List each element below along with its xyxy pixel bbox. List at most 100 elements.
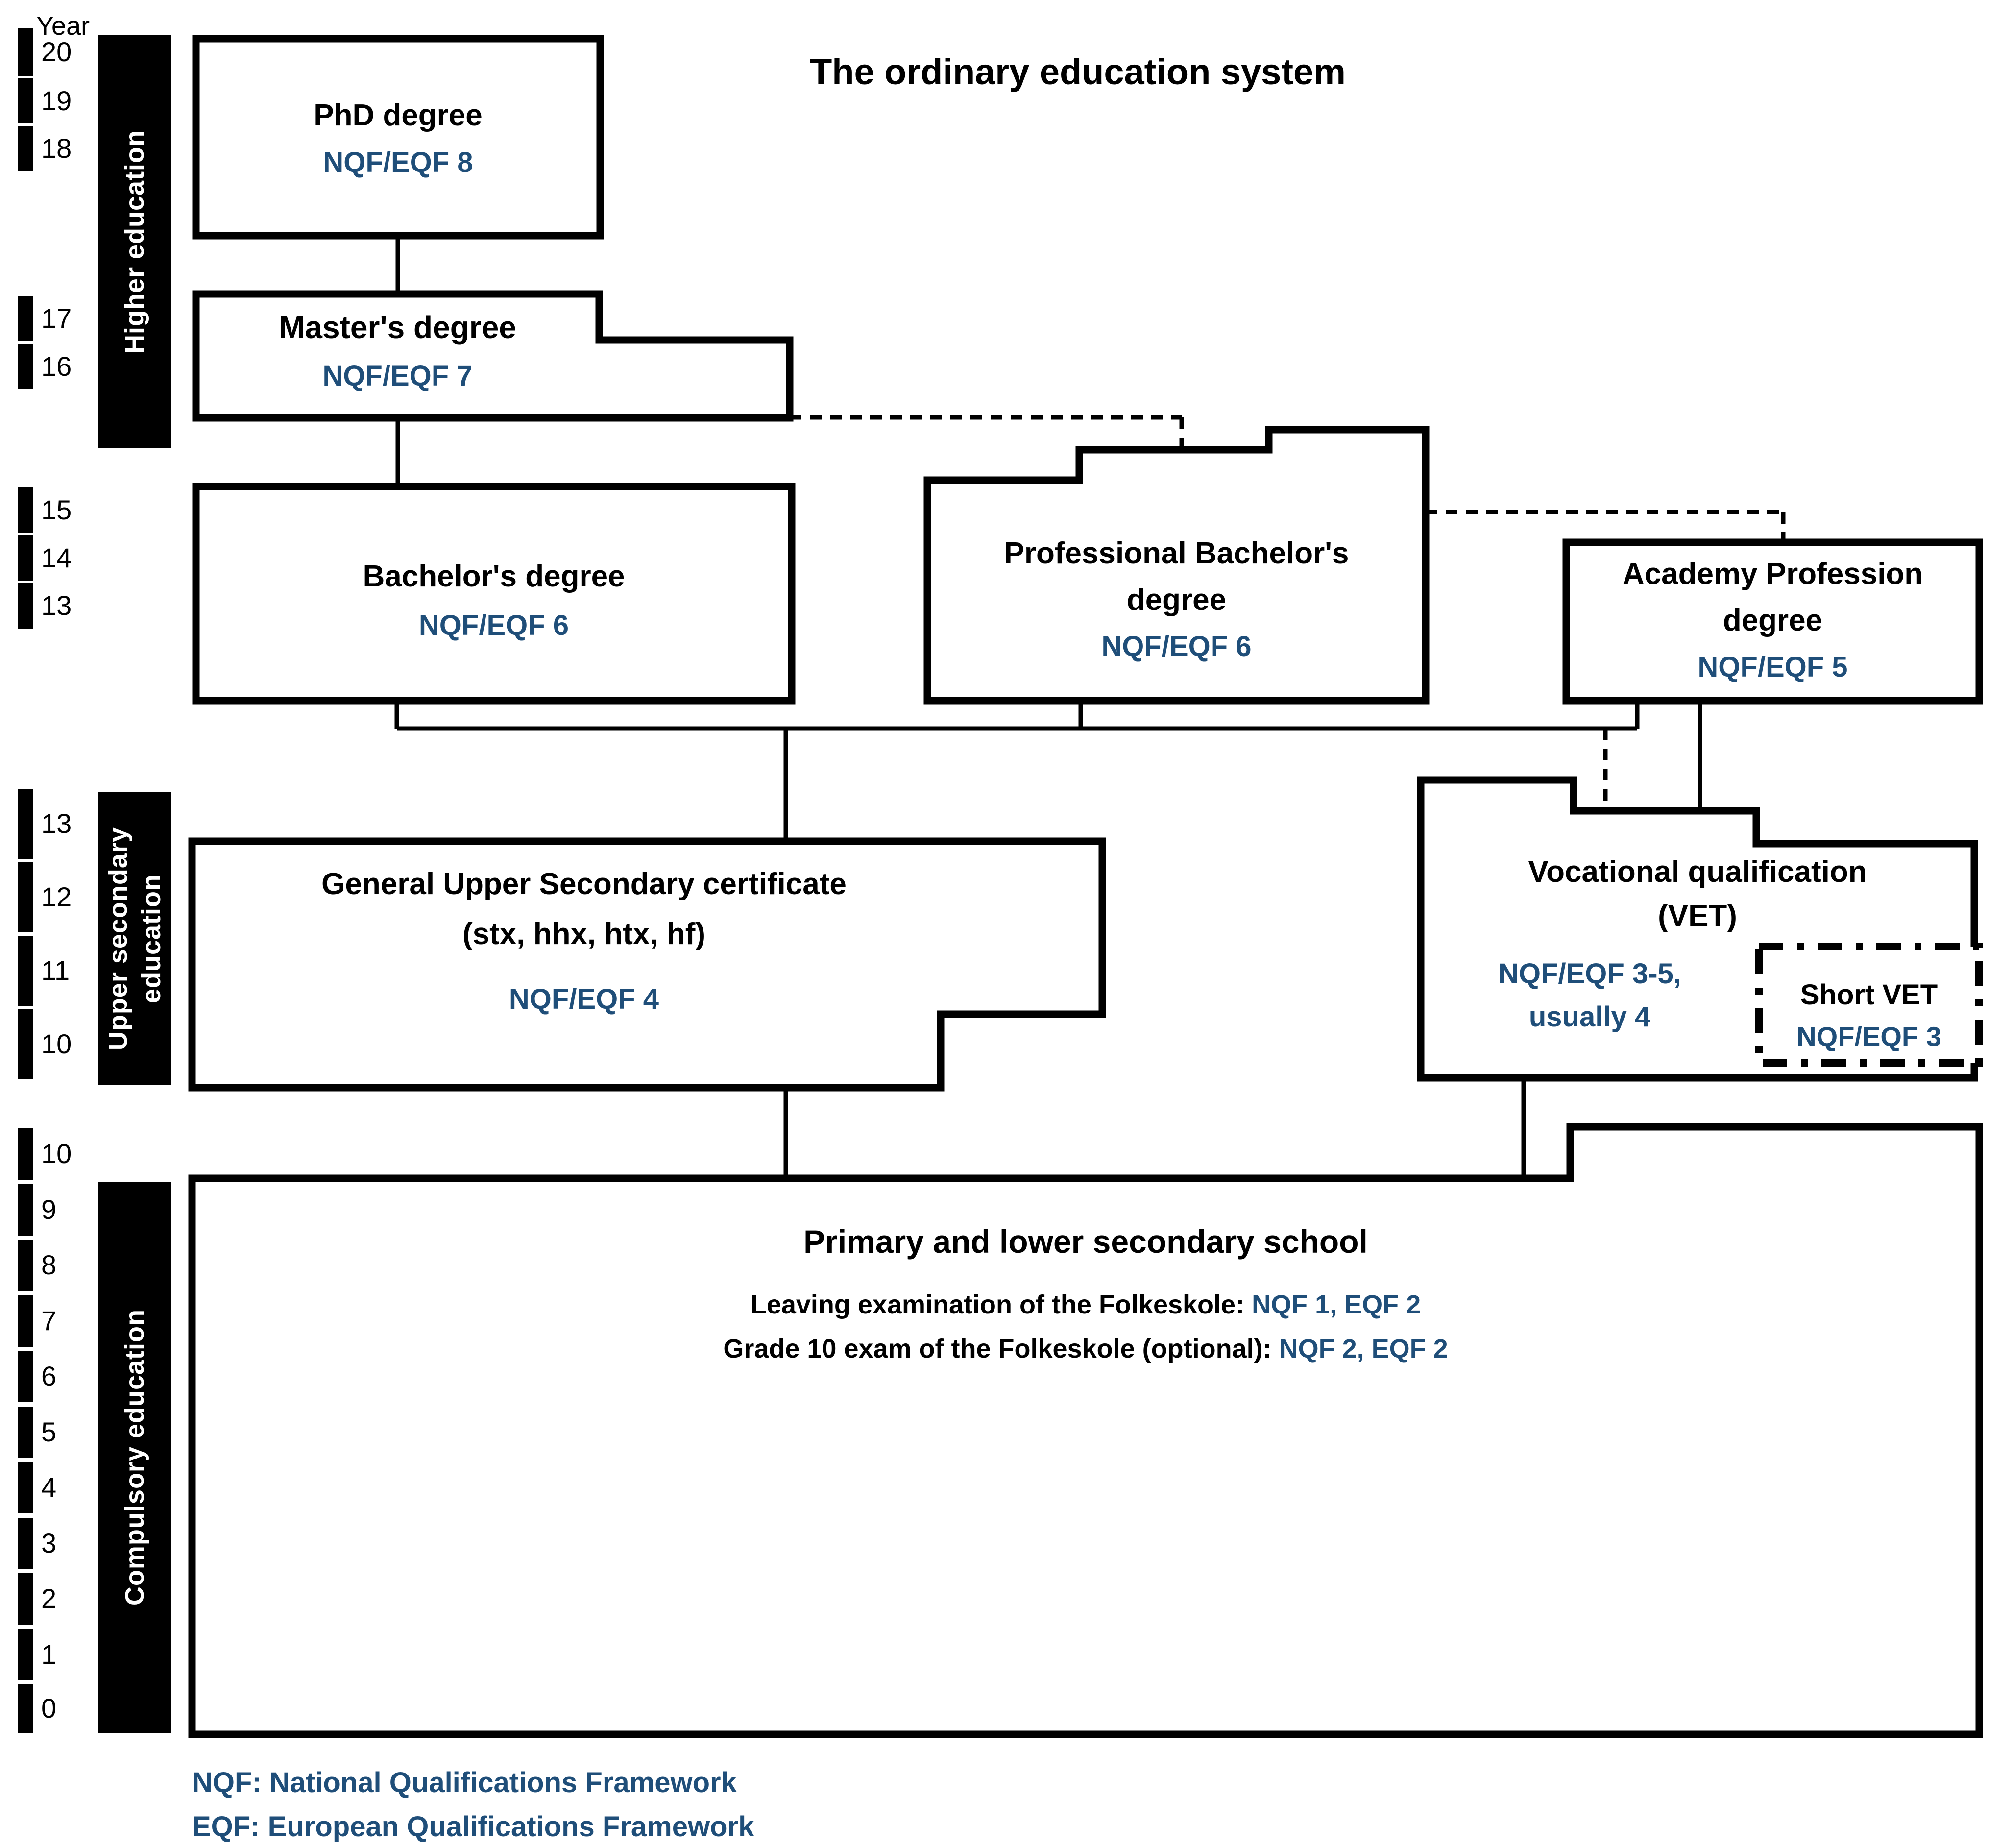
year-tick	[18, 789, 33, 859]
year-tick-label: 19	[41, 85, 72, 116]
solid-connectors	[394, 236, 1702, 1178]
year-tick-label: 14	[41, 542, 72, 573]
year-axis-title: Year	[36, 11, 90, 41]
professional-bachelor-box-text: Professional Bachelor's degree NQF/EQF 6	[927, 530, 1426, 670]
year-tick	[18, 78, 33, 123]
year-tick-label: 0	[41, 1693, 57, 1724]
professional-bachelor-box-outline	[923, 426, 1430, 705]
primary-school-box-text: Primary and lower secondary school Leavi…	[192, 1224, 1979, 1371]
year-tick	[18, 1240, 33, 1291]
page-title: The ordinary education system	[810, 51, 1346, 92]
year-tick-label: 2	[41, 1583, 57, 1614]
academy-nqf: NQF/EQF 5	[1698, 651, 1848, 683]
year-tick	[18, 344, 33, 389]
year-tick-label: 9	[41, 1194, 57, 1225]
bachelor-nqf: NQF/EQF 6	[418, 609, 569, 641]
bachelor-box-outline	[192, 483, 796, 705]
year-tick	[18, 1573, 33, 1625]
section-bar-upper-secondary: Upper secondary education	[98, 792, 171, 1085]
academy-box-text: Academy Profession degree NQF/EQF 5	[1566, 551, 1979, 690]
bachelor-box-text: Bachelor's degree NQF/EQF 6	[196, 552, 792, 650]
phd-box-outline	[192, 35, 604, 240]
academy-title2: degree	[1722, 604, 1823, 637]
footer-legend: NQF: National Qualifications Framework E…	[192, 1761, 754, 1848]
year-tick	[18, 1684, 33, 1733]
phd-nqf: NQF/EQF 8	[323, 146, 473, 178]
short-vet-box-text: Short VET NQF/EQF 3	[1759, 974, 1979, 1057]
phd-box-text: PhD degree NQF/EQF 8	[196, 92, 600, 186]
general-upper-secondary-box-outline	[188, 837, 1106, 1092]
year-tick-label: 8	[41, 1249, 57, 1280]
primary-exam2-value: NQF 2, EQF 2	[1279, 1334, 1448, 1363]
year-tick-label: 13	[41, 808, 72, 839]
year-tick-bars-compulsory	[18, 1128, 33, 1733]
section-label-compulsory: Compulsory education	[120, 1309, 149, 1606]
footer-nqf-definition: NQF: National Qualifications Framework	[192, 1767, 737, 1799]
year-tick-label: 10	[41, 1138, 72, 1169]
year-tick-bars-upper-secondary	[18, 789, 33, 1079]
year-tick-label: 12	[41, 881, 72, 912]
primary-school-box-outline	[188, 1123, 1983, 1738]
bachelor-title: Bachelor's degree	[363, 559, 625, 593]
year-tick-label: 16	[41, 351, 72, 382]
academy-box-outline	[1562, 538, 1983, 705]
year-tick	[18, 862, 33, 932]
vet-nqf-line1: NQF/EQF 3-5,	[1498, 958, 1681, 990]
year-tick	[18, 583, 33, 629]
primary-exam2-label: Grade 10 exam of the Folkeskole (optiona…	[723, 1334, 1272, 1363]
section-bar-compulsory: Compulsory education	[98, 1182, 171, 1733]
year-tick	[18, 936, 33, 1006]
year-tick	[18, 535, 33, 581]
professional-bachelor-title2: degree	[1126, 583, 1227, 617]
vet-title2: (VET)	[1658, 899, 1737, 933]
short-vet-title: Short VET	[1800, 979, 1938, 1011]
short-vet-nqf: NQF/EQF 3	[1796, 1021, 1941, 1052]
footer-eqf-definition: EQF: European Qualifications Framework	[192, 1811, 754, 1843]
year-tick-label: 3	[41, 1528, 57, 1558]
year-tick	[18, 1009, 33, 1079]
general-upper-secondary-title: General Upper Secondary certificate	[321, 867, 847, 901]
year-tick-label: 20	[41, 36, 72, 67]
year-tick	[18, 1128, 33, 1180]
short-vet-box-outline	[1755, 943, 1983, 1067]
professional-bachelor-title: Professional Bachelor's	[1004, 536, 1349, 570]
phd-title: PhD degree	[314, 98, 483, 132]
year-tick-label: 17	[41, 303, 72, 334]
section-label-upper-secondary-line2: education	[137, 874, 166, 1004]
year-tick	[18, 1184, 33, 1236]
year-tick	[18, 28, 33, 76]
year-tick	[18, 126, 33, 171]
general-upper-secondary-nqf: NQF/EQF 4	[509, 983, 659, 1015]
vet-title: Vocational qualification	[1528, 855, 1867, 889]
primary-exam2-line: Grade 10 exam of the Folkeskole (optiona…	[192, 1327, 1979, 1371]
year-tick	[18, 1407, 33, 1458]
year-tick-label: 6	[41, 1361, 57, 1391]
year-tick-label: 18	[41, 133, 72, 164]
professional-bachelor-nqf: NQF/EQF 6	[1101, 631, 1252, 662]
vet-nqf-line2: usually 4	[1528, 1001, 1651, 1033]
vet-box-title-text: Vocational qualification (VET)	[1421, 850, 1974, 938]
general-upper-secondary-box-text: General Upper Secondary certificate (stx…	[192, 859, 976, 1024]
year-tick	[18, 296, 33, 341]
year-tick-label: 10	[41, 1028, 72, 1059]
year-tick-label: 4	[41, 1472, 57, 1503]
primary-exam1-line: Leaving examination of the Folkeskole: N…	[192, 1283, 1979, 1327]
year-tick	[18, 1518, 33, 1569]
year-tick-bars-higher	[18, 28, 33, 629]
academy-title: Academy Profession	[1622, 557, 1923, 591]
master-title: Master's degree	[279, 310, 516, 345]
year-tick-label: 11	[41, 955, 70, 986]
vet-box-nqf-text: NQF/EQF 3-5, usually 4	[1421, 952, 1759, 1039]
master-box-outline	[192, 290, 794, 422]
section-bar-higher-education: Higher education	[98, 35, 171, 448]
year-tick-label: 1	[41, 1639, 57, 1670]
year-tick	[18, 1629, 33, 1680]
degree-boxes	[188, 35, 1983, 1738]
section-label-upper-secondary-line1: Upper secondary	[103, 827, 133, 1051]
primary-school-title: Primary and lower secondary school	[803, 1223, 1368, 1260]
general-upper-secondary-title2: (stx, hhx, htx, hf)	[462, 917, 705, 951]
dashed-connectors	[790, 415, 1786, 811]
year-tick	[18, 1351, 33, 1402]
